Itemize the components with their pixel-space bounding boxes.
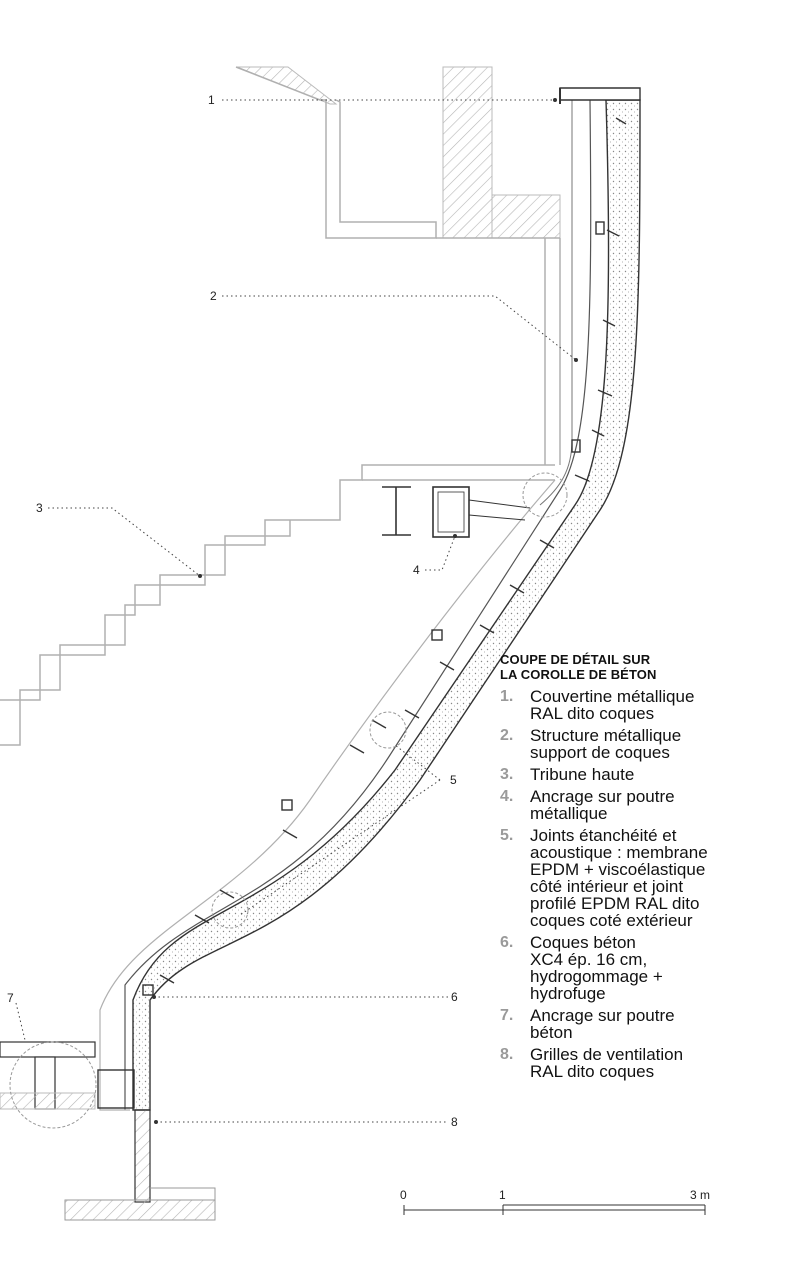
joint-detail-circle-2 — [211, 891, 249, 929]
scale-label-1: 1 — [499, 1188, 506, 1202]
legend-item-number: 3. — [500, 766, 514, 783]
leader-dots — [152, 98, 578, 1124]
upper-concrete-structure — [235, 66, 561, 465]
legend-item-text: Couvertine métallique RAL dito coques — [530, 687, 695, 723]
callout-4: 4 — [413, 563, 420, 577]
legend-item-number: 2. — [500, 727, 514, 744]
legend-item: 3. Tribune haute — [500, 766, 792, 783]
legend-item-number: 8. — [500, 1046, 514, 1063]
leader-lines — [15, 99, 577, 1123]
legend-title: COUPE DE DÉTAIL SUR LA COROLLE DE BÉTON — [500, 652, 792, 682]
legend-item-number: 7. — [500, 1007, 514, 1024]
lower-anchor — [0, 1041, 216, 1221]
callout-1: 1 — [208, 93, 215, 107]
legend-title-line1: COUPE DE DÉTAIL SUR — [500, 652, 651, 667]
legend-item-text: Tribune haute — [530, 765, 635, 784]
scale-label-0: 0 — [400, 1188, 407, 1202]
legend-item-text: Grilles de ventilation RAL dito coques — [530, 1045, 684, 1081]
legend-item-number: 1. — [500, 688, 514, 705]
legend-item-text: Joints étanchéité et acoustique : membra… — [530, 826, 708, 930]
legend-item-number: 4. — [500, 788, 514, 805]
legend-item-text: Ancrage sur poutre métallique — [530, 787, 675, 823]
joint-detail-circle — [369, 711, 407, 749]
legend-title-line2: LA COROLLE DE BÉTON — [500, 667, 657, 682]
legend-item: 8. Grilles de ventilation RAL dito coques — [500, 1046, 792, 1080]
legend-item-number: 5. — [500, 827, 514, 844]
legend-item: 6. Coques béton XC4 ép. 16 cm, hydrogomma… — [500, 934, 792, 1002]
legend-item: 7. Ancrage sur poutre béton — [500, 1007, 792, 1041]
legend-item-text: Ancrage sur poutre béton — [530, 1006, 675, 1042]
callout-8: 8 — [451, 1115, 458, 1129]
scale-bar: 0 1 3 m — [400, 1188, 710, 1215]
legend: COUPE DE DÉTAIL SUR LA COROLLE DE BÉTON … — [500, 652, 792, 1085]
callout-5: 5 — [450, 773, 457, 787]
legend-item-text: Coques béton XC4 ép. 16 cm, hydrogommage… — [530, 933, 663, 1003]
legend-item: 1. Couvertine métallique RAL dito coques — [500, 688, 792, 722]
shell-brackets — [142, 117, 627, 996]
legend-list: 1.Couvertine métallique RAL dito coques … — [500, 688, 792, 1080]
callout-6: 6 — [451, 990, 458, 1004]
legend-item-number: 6. — [500, 934, 514, 951]
callout-7: 7 — [7, 991, 14, 1005]
steel-beams — [382, 472, 568, 538]
scale-label-3m: 3 m — [690, 1188, 710, 1202]
legend-item: 5. Joints étanchéité et acoustique : memb… — [500, 827, 792, 929]
legend-item: 2. Structure métallique support de coques — [500, 727, 792, 761]
legend-item: 4. Ancrage sur poutre métallique — [500, 788, 792, 822]
legend-item-text: Structure métallique support de coques — [530, 726, 682, 762]
tribune-stairs — [0, 464, 555, 746]
callout-3: 3 — [36, 501, 43, 515]
callout-2: 2 — [210, 289, 217, 303]
